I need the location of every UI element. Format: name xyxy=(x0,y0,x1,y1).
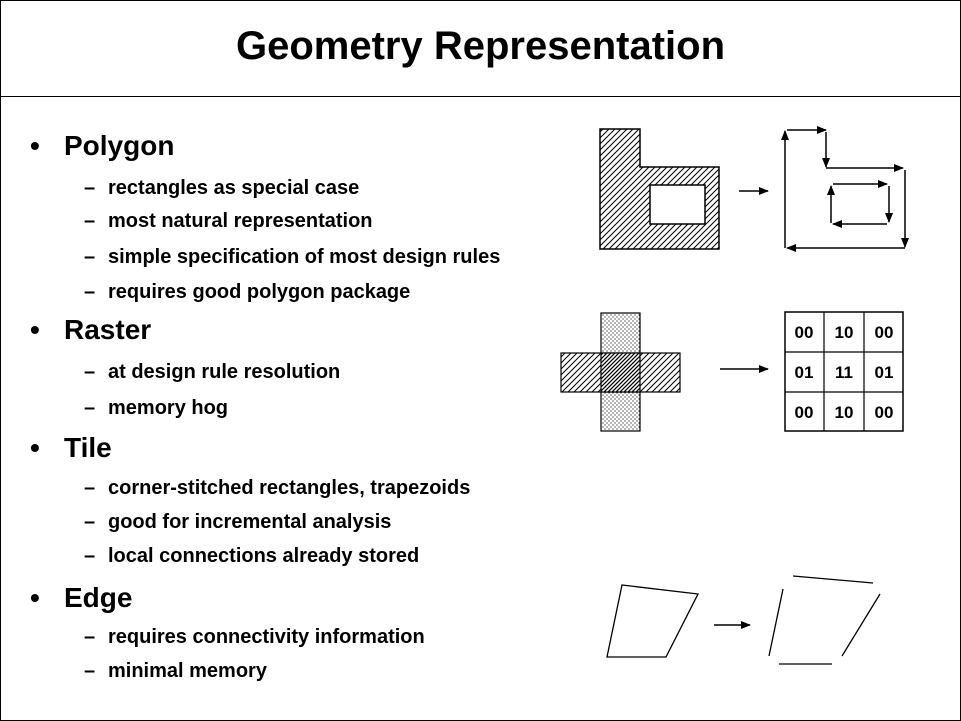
polygon-edge-arrows xyxy=(781,126,909,252)
bullet-heading: Edge xyxy=(64,582,133,613)
sub-item-text: most natural representation xyxy=(108,210,373,232)
sub-item: –good for incremental analysis xyxy=(84,511,391,534)
sub-item: –requires connectivity information xyxy=(84,626,425,649)
slide-title: Geometry Representation xyxy=(235,24,726,68)
title-bar: Geometry Representation xyxy=(0,0,961,97)
sub-item: –minimal memory xyxy=(84,660,267,683)
sub-dash: – xyxy=(84,511,96,533)
bullet-raster: • Raster xyxy=(30,314,151,346)
bullet-dot: • xyxy=(30,432,40,463)
sub-dash: – xyxy=(84,246,96,268)
sub-item: –requires good polygon package xyxy=(84,281,410,304)
sub-item: –most natural representation xyxy=(84,210,373,233)
grid-cell: 10 xyxy=(835,323,854,342)
grid-cell: 00 xyxy=(875,323,894,342)
sub-item-text: corner-stitched rectangles, trapezoids xyxy=(108,477,471,499)
sub-item-text: requires good polygon package xyxy=(108,281,411,303)
sub-dash: – xyxy=(84,545,96,567)
bullet-heading: Polygon xyxy=(64,130,175,161)
sub-item: –rectangles as special case xyxy=(84,177,359,200)
grid-cell: 00 xyxy=(875,403,894,422)
sub-item-text: simple specification of most design rule… xyxy=(108,246,501,268)
sub-item: –corner-stitched rectangles, trapezoids xyxy=(84,477,470,500)
sub-dash: – xyxy=(84,660,96,682)
sub-item-text: minimal memory xyxy=(108,660,267,682)
bullet-dot: • xyxy=(30,314,40,345)
raster-grid: 00 10 00 01 11 01 00 10 00 xyxy=(784,311,904,432)
raster-cross xyxy=(560,312,681,432)
sub-item-text: local connections already stored xyxy=(108,545,420,567)
sub-item-text: at design rule resolution xyxy=(108,361,341,383)
bullet-heading: Tile xyxy=(64,432,112,463)
bullet-dot: • xyxy=(30,582,40,613)
sub-dash: – xyxy=(84,397,96,419)
grid-cell: 11 xyxy=(835,363,853,382)
grid-cell: 10 xyxy=(835,403,854,422)
bullet-polygon: • Polygon xyxy=(30,130,174,162)
grid-cell: 00 xyxy=(795,323,814,342)
sub-item: –memory hog xyxy=(84,397,228,420)
grid-cell: 01 xyxy=(795,363,814,382)
sub-item-text: good for incremental analysis xyxy=(108,511,392,533)
grid-cell: 00 xyxy=(795,403,814,422)
sub-dash: – xyxy=(84,281,96,303)
bullet-heading: Raster xyxy=(64,314,152,345)
sub-dash: – xyxy=(84,477,96,499)
sub-item-text: memory hog xyxy=(108,397,229,419)
sub-item: –at design rule resolution xyxy=(84,361,340,384)
sub-dash: – xyxy=(84,361,96,383)
edge-segments xyxy=(768,575,881,665)
grid-cell: 01 xyxy=(875,363,894,382)
bullet-dot: • xyxy=(30,130,40,161)
sub-dash: – xyxy=(84,210,96,232)
sub-item-text: rectangles as special case xyxy=(108,177,360,199)
sub-dash: – xyxy=(84,177,96,199)
sub-item: –simple specification of most design rul… xyxy=(84,246,500,269)
sub-dash: – xyxy=(84,626,96,648)
bullet-edge: • Edge xyxy=(30,582,132,614)
polygon-shape xyxy=(599,128,720,250)
sub-item: –local connections already stored xyxy=(84,545,419,568)
bullet-tile: • Tile xyxy=(30,432,112,464)
sub-item-text: requires connectivity information xyxy=(108,626,425,648)
edge-trapezoid xyxy=(606,584,700,658)
